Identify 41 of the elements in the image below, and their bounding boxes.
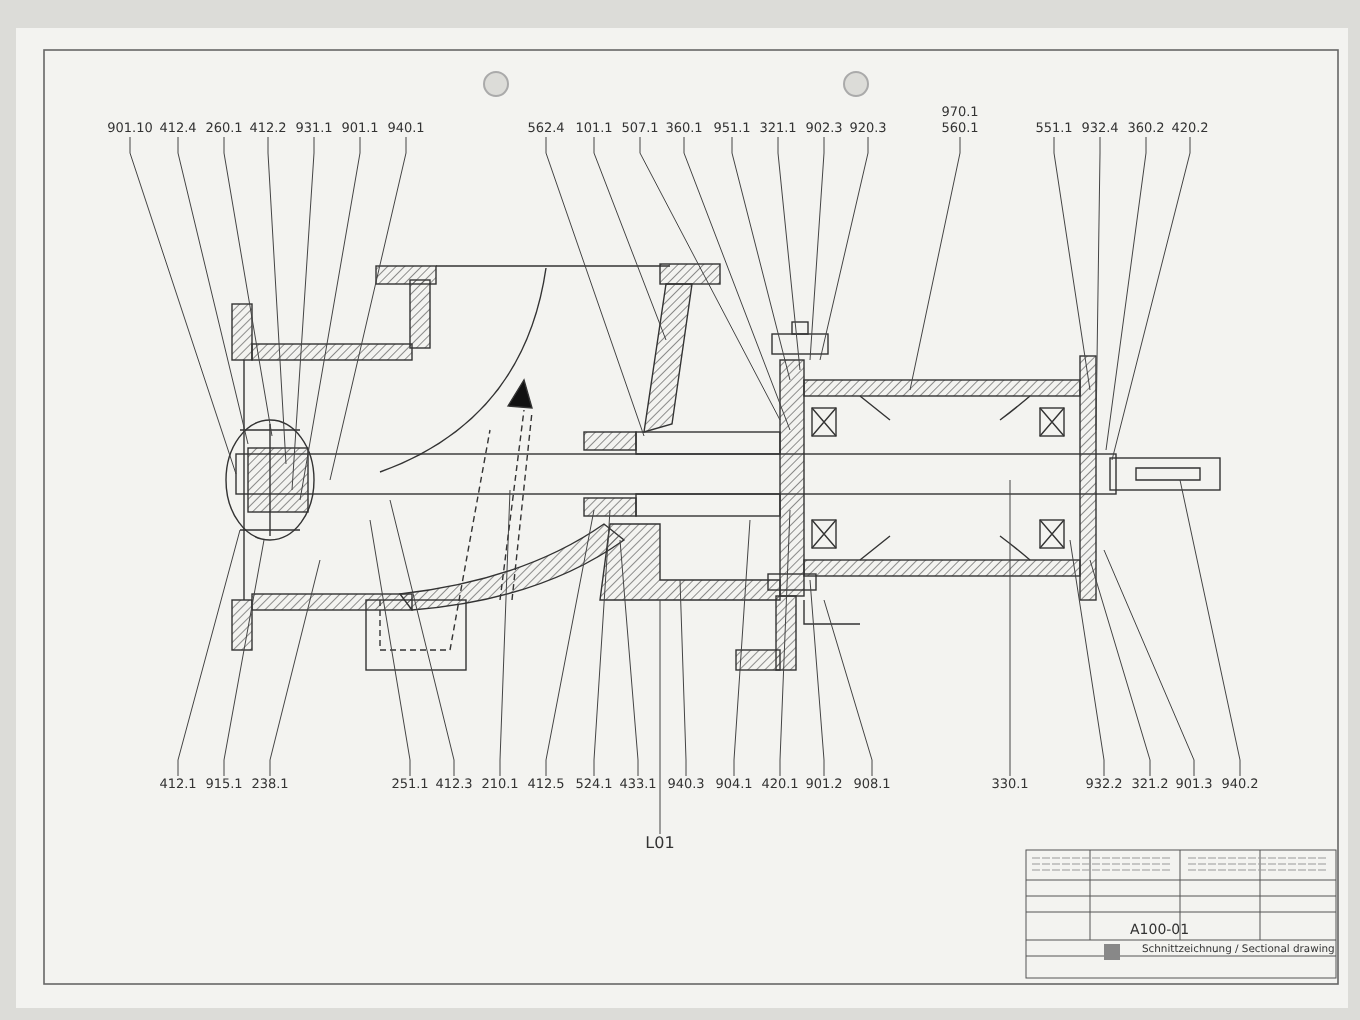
- callout-number: L01: [645, 836, 675, 852]
- leader-line: [823, 599, 873, 777]
- leader-line: [545, 136, 645, 437]
- leader-line: [659, 599, 661, 835]
- leader-line: [369, 519, 411, 777]
- leader-line: [619, 539, 639, 777]
- leader-line: [329, 136, 407, 481]
- leader-line: [1009, 479, 1011, 777]
- leader-line: [809, 579, 825, 777]
- leader-line: [1089, 559, 1151, 777]
- leader-line: [909, 136, 961, 391]
- leader-line: [819, 136, 869, 361]
- leader-line: [389, 499, 455, 777]
- leader-line: [731, 136, 791, 381]
- leader-line: [177, 529, 241, 777]
- leader-line: [223, 539, 265, 777]
- leader-line: [683, 136, 791, 431]
- leader-line: [499, 489, 511, 777]
- leader-line: [1105, 136, 1147, 451]
- leader-line: [777, 136, 801, 371]
- leader-line: [1179, 479, 1241, 777]
- leader-line: [593, 509, 611, 777]
- leader-line: [1111, 136, 1191, 461]
- leader-line: [267, 136, 287, 465]
- leader-line: [809, 136, 825, 361]
- leader-line: [299, 136, 361, 501]
- leader-line: [1069, 539, 1105, 777]
- leader-line: [129, 136, 237, 475]
- leader-line: [223, 136, 273, 437]
- leader-line: [1103, 549, 1195, 777]
- leader-line: [779, 509, 791, 777]
- leader-line: [639, 136, 781, 421]
- leader-line: [1095, 136, 1101, 431]
- leader-line: [177, 136, 249, 445]
- leader-line: [545, 509, 595, 777]
- leader-line: [291, 136, 315, 491]
- leader-line: [1053, 136, 1091, 391]
- leader-line: [593, 136, 667, 341]
- leader-line: [269, 559, 321, 777]
- leader-line: [733, 519, 751, 777]
- leader-line: [679, 579, 687, 777]
